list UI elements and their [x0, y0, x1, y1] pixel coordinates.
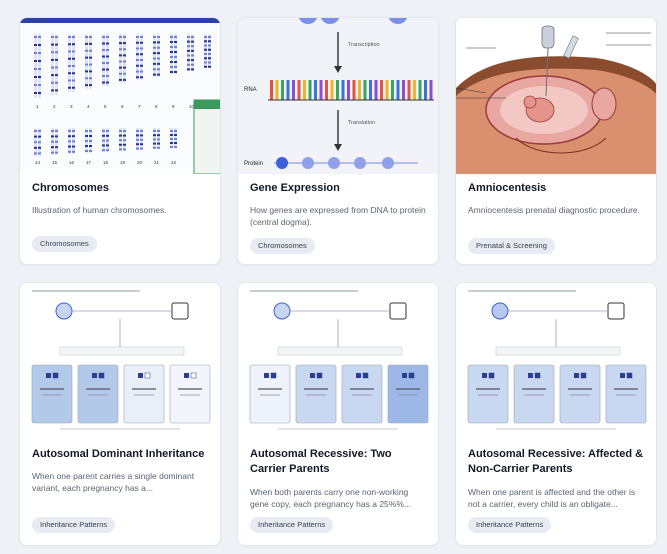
- thumbnail-amniocentesis: [456, 18, 656, 174]
- rna-label: RNA: [244, 87, 257, 93]
- chromosome-number: 10: [189, 104, 195, 109]
- chromosome-number: 7: [138, 104, 141, 109]
- card-description: Amniocentesis prenatal diagnostic proced…: [468, 205, 640, 215]
- card-autosomal-recessive-carriers[interactable]: Autosomal Recessive: Two Carrier Parents…: [237, 282, 439, 546]
- pedigree-diagram-3: [467, 290, 647, 430]
- chromosome-number: 18: [103, 160, 109, 165]
- chromosome-number: 21: [154, 160, 160, 165]
- thumbnail-pedigree-recessive-carriers: [238, 283, 438, 435]
- category-tag[interactable]: Inheritance Patterns: [468, 517, 552, 533]
- category-tag[interactable]: Inheritance Patterns: [32, 517, 116, 533]
- category-tag[interactable]: Inheritance Patterns: [250, 517, 334, 533]
- card-title: Autosomal Recessive: Affected & Non-Carr…: [468, 448, 644, 475]
- card-title: Autosomal Dominant Inheritance: [32, 448, 205, 460]
- chromosome-number: 16: [69, 160, 75, 165]
- card-description: When both parents carry one non-working …: [250, 487, 411, 509]
- pedigree-diagram-1: [31, 290, 211, 430]
- chromosome-number: 3: [70, 104, 73, 109]
- chromosome-number: 8: [155, 104, 158, 109]
- transcription-label: Transcription: [348, 42, 380, 48]
- category-tag[interactable]: Prenatal & Screening: [468, 238, 555, 254]
- chromosome-number: 20: [137, 160, 143, 165]
- chromosome-number: 19: [120, 160, 126, 165]
- card-description: When one parent carries a single dominan…: [32, 471, 195, 493]
- card-description: How genes are expressed from DNA to prot…: [250, 205, 426, 227]
- card-title: Gene Expression: [250, 182, 340, 194]
- card-autosomal-dominant[interactable]: Autosomal Dominant Inheritance When one …: [19, 282, 221, 546]
- card-description: When one parent is affected and the othe…: [468, 487, 636, 509]
- card-autosomal-recessive-affected[interactable]: Autosomal Recessive: Affected & Non-Carr…: [455, 282, 657, 546]
- chromosome-number: 17: [86, 160, 92, 165]
- chromosome-number: 14: [35, 160, 41, 165]
- thumbnail-pedigree-recessive-affected: [456, 283, 656, 435]
- card-description: Illustration of human chromosomes.: [32, 205, 167, 215]
- category-tag[interactable]: Chromosomes: [32, 236, 97, 252]
- thumbnail-pedigree-dominant: [20, 283, 220, 435]
- card-title: Chromosomes: [32, 182, 110, 194]
- card-amniocentesis[interactable]: Amniocentesis Amniocentesis prenatal dia…: [455, 17, 657, 265]
- card-gene-expression[interactable]: Transcription RNA Translation Protein Ge…: [237, 17, 439, 265]
- chromosome-number: 4: [87, 104, 90, 109]
- protein-label: Protein: [244, 161, 263, 167]
- chromosome-number: 2: [53, 104, 56, 109]
- chromosome-number: 9: [172, 104, 175, 109]
- chromosome-number: 22: [171, 160, 177, 165]
- chromosome-number: 5: [104, 104, 107, 109]
- category-tag[interactable]: Chromosomes: [250, 238, 315, 254]
- chromosome-number: 15: [52, 160, 58, 165]
- card-title: Amniocentesis: [468, 182, 547, 194]
- chromosome-number: 6: [121, 104, 124, 109]
- card-title: Autosomal Recessive: Two Carrier Parents: [250, 448, 392, 475]
- pedigree-diagram-2: [249, 290, 429, 430]
- translation-label: Translation: [348, 120, 375, 126]
- thumbnail-gene-expression: Transcription RNA Translation Protein: [238, 18, 438, 174]
- chromosome-number: 1: [36, 104, 39, 109]
